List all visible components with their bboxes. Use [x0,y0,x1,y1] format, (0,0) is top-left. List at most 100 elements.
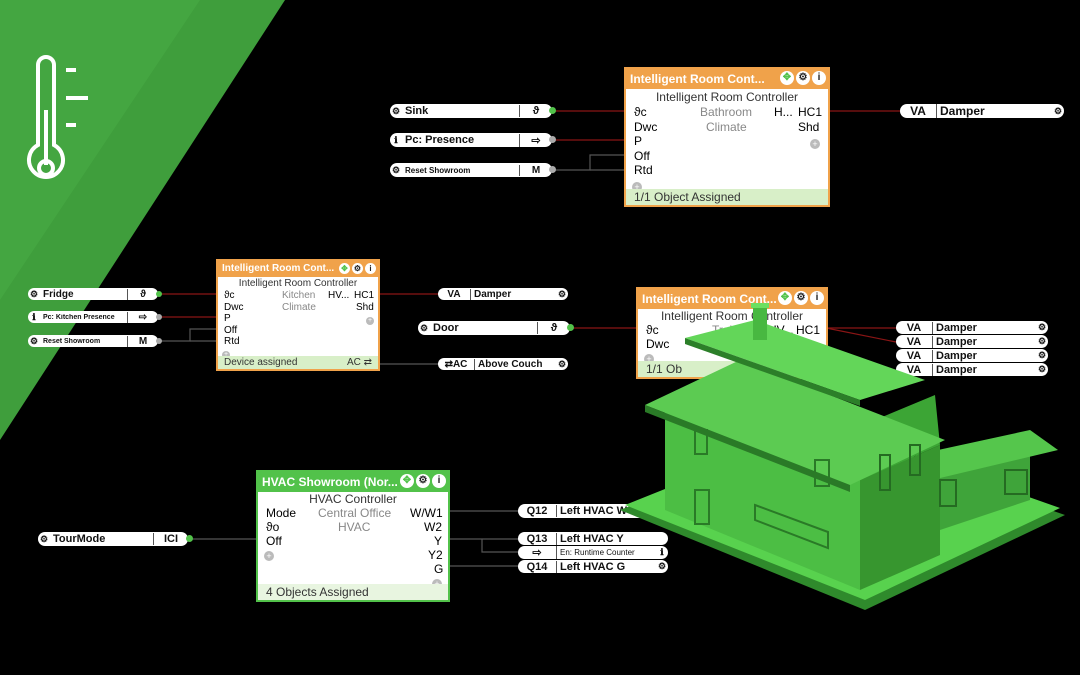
output-dot[interactable] [567,324,574,331]
output-dot[interactable] [156,291,162,297]
output-runtime-counter[interactable]: ⇨ En: Runtime Counter ℹ [518,546,668,559]
output-damper[interactable]: VA Damper ⚙ [438,288,568,300]
gear-icon: ⚙ [1053,105,1063,116]
move-icon[interactable]: ✥ [339,263,350,274]
output-damper[interactable]: VA Damper ⚙ [896,363,1048,376]
output-damper[interactable]: VA Damper ⚙ [896,335,1048,348]
input-label: ϑc [634,105,647,119]
block-subtitle: Intelligent Room Controller [655,90,799,104]
add-input[interactable]: + [222,351,230,359]
output-label: Y [434,534,443,548]
info-icon: ℹ [32,311,36,322]
mode-label: Climate [706,120,747,134]
gear-icon: ⚙ [557,288,567,299]
info-icon: ℹ [660,547,664,557]
gear-icon: ⚙ [657,561,667,571]
input-label: Off [634,149,650,163]
input-label: ϑc [224,290,235,301]
input-label: Rtd [634,163,653,177]
info-icon[interactable]: i [432,474,446,488]
input-label: ϑo [266,520,280,534]
output-above-couch[interactable]: ⇄AC Above Couch ⚙ [438,358,568,370]
output-label: W2 [424,520,442,534]
info-icon[interactable]: i [812,71,826,85]
add-output[interactable]: + [366,317,374,325]
gear-icon: ⚙ [1037,336,1047,346]
output-label: HC1 [796,323,821,337]
gear-icon: ⚙ [1037,350,1047,360]
gear-icon: ⚙ [29,288,39,299]
gear-icon[interactable]: ⚙ [794,291,808,305]
input-fridge[interactable]: ⚙ Fridge ϑ [28,288,158,300]
input-label: Rtd [224,336,240,347]
input-kitchen-presence[interactable]: ℹ Pc: Kitchen Presence ⇨ [28,311,158,323]
gear-icon: ⚙ [1037,364,1047,374]
gear-icon[interactable]: ⚙ [352,263,363,274]
output-damper[interactable]: VA Damper ⚙ [896,321,1048,334]
input-reset-showroom[interactable]: ⚙ Reset Showroom M [390,163,552,177]
input-label: Dwc [646,337,670,351]
move-icon[interactable]: ✥ [400,474,414,488]
output-dot[interactable] [156,314,162,320]
controller-block-bathroom[interactable]: Intelligent Room Cont... ✥ ⚙ i Intellige… [624,67,830,207]
block-title: HVAC Showroom (Nor... [262,475,398,489]
output-label: HC1 [798,105,823,119]
mode-label: HVAC [338,520,371,534]
gear-icon: ⚙ [391,164,401,175]
output-label: HC1 [354,290,375,301]
gear-icon: ⚙ [1037,322,1047,332]
output-dot[interactable] [549,166,556,173]
add-input[interactable]: + [632,179,642,193]
input-tourmode[interactable]: ⚙ TourMode ICI [38,532,188,546]
input-label: Off [266,534,282,548]
output-dot[interactable] [549,107,556,114]
block-footer: Device assigned AC ⇄ [218,356,378,369]
output-dot[interactable] [549,136,556,143]
gear-icon: ⚙ [39,533,49,544]
gear-icon[interactable]: ⚙ [796,71,810,85]
output-label: G [434,562,444,576]
block-title: Intelligent Room Cont... [630,72,765,86]
block-subtitle: Intelligent Room Controller [660,309,804,323]
output-dot[interactable] [156,338,162,344]
hvac-controller-block[interactable]: HVAC Showroom (Nor... ✥ ⚙ i HVAC Control… [256,470,450,602]
input-sink[interactable]: ⚙ Sink ϑ [390,104,552,118]
add-input[interactable]: + [644,351,654,365]
input-label: P [634,134,643,148]
block-footer: 4 Objects Assigned [258,584,448,600]
gear-icon: ⚙ [29,335,39,346]
add-input[interactable]: + [264,548,274,562]
mode-label: Climate [282,302,316,313]
gear-icon[interactable]: ⚙ [416,474,430,488]
info-icon[interactable]: i [365,263,376,274]
thermometer-icon [27,55,88,179]
output-damper[interactable]: VA Damper ⚙ [900,104,1064,118]
block-title: Intelligent Room Cont... [222,263,335,274]
output-label: Y2 [428,548,443,562]
output-damper[interactable]: VA Damper ⚙ [896,349,1048,362]
block-subtitle: Intelligent Room Controller [238,278,358,289]
house-illustration [620,303,1065,610]
input-label: Dwc [224,302,244,313]
controller-block-kitchen[interactable]: Intelligent Room Cont... ✥ ⚙ i Intellige… [216,259,380,371]
room-label: Central Office [318,506,392,520]
output-q14[interactable]: Q14 Left HVAC G ⚙ [518,560,668,573]
input-label: P [224,313,231,324]
input-label: Off [224,325,238,336]
room-label: Bathroom [700,105,753,119]
info-icon[interactable]: i [810,291,824,305]
move-icon[interactable]: ✥ [780,71,794,85]
output-dot[interactable] [186,535,193,542]
output-label: Shd [356,302,374,313]
input-reset-showroom[interactable]: ⚙ Reset Showroom M [28,335,158,347]
output-q13[interactable]: Q13 Left HVAC Y [518,532,668,545]
move-icon[interactable]: ✥ [778,291,792,305]
block-footer: 1/1 Object Assigned [626,189,828,205]
input-presence[interactable]: ℹ Pc: Presence ⇨ [390,133,552,147]
input-door[interactable]: ⚙ Door ϑ [418,321,570,335]
input-label: Dwc [634,120,658,134]
add-output[interactable]: + [810,136,820,150]
output-label: W/W1 [410,506,443,520]
